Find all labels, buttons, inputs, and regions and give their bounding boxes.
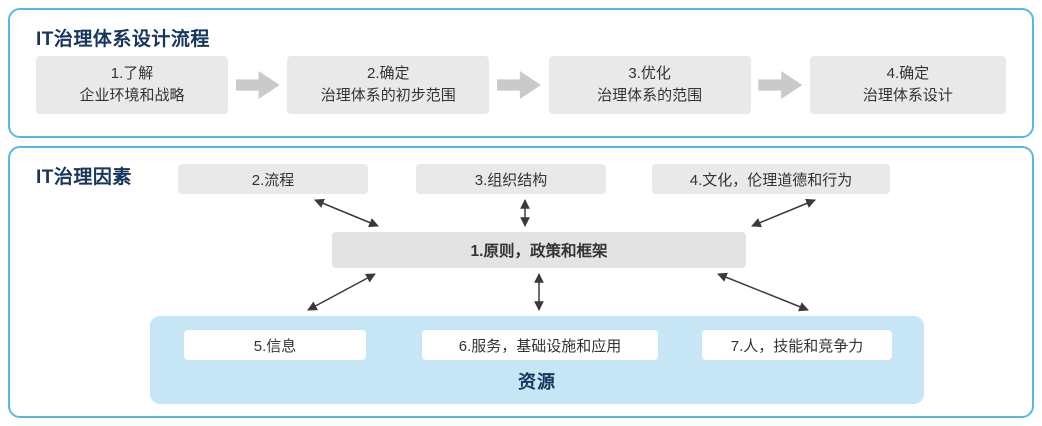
process-step-4-line2: 治理体系设计 xyxy=(862,87,953,104)
process-panel: IT治理体系设计流程 1.了解 企业环境和战略 2.确定 治理体系的初步范围 3… xyxy=(8,8,1034,138)
process-step-3-line2: 治理体系的范围 xyxy=(597,87,703,104)
factor-box-org-structure: 3.组织结构 xyxy=(416,164,606,194)
process-panel-title: IT治理体系设计流程 xyxy=(36,29,210,50)
factor-box-principles: 1.原则，政策和框架 xyxy=(332,232,746,268)
process-step-2: 2.确定 治理体系的初步范围 xyxy=(287,56,490,114)
process-step-1: 1.了解 企业环境和战略 xyxy=(36,56,228,114)
process-step-2-line1: 2.确定 xyxy=(367,64,410,82)
arrow-center-to-culture xyxy=(751,198,816,228)
process-step-3: 3.优化 治理体系的范围 xyxy=(548,56,751,114)
resources-container: 5.信息 6.服务，基础设施和应用 7.人，技能和竞争力 资源 xyxy=(150,316,924,404)
resource-box-information: 5.信息 xyxy=(184,330,366,360)
process-step-4: 4.确定 治理体系设计 xyxy=(809,56,1006,114)
right-arrow-icon xyxy=(235,71,280,99)
resources-label: 资源 xyxy=(518,372,556,392)
resource-box-services: 6.服务，基础设施和应用 xyxy=(422,330,658,360)
process-step-1-line1: 1.了解 xyxy=(110,64,154,82)
right-arrow-icon xyxy=(496,71,541,99)
process-step-1-line2: 企业环境和战略 xyxy=(79,87,185,104)
arrow-center-to-info xyxy=(307,273,376,311)
process-step-3-line1: 3.优化 xyxy=(628,64,671,82)
process-flow-row: 1.了解 企业环境和战略 2.确定 治理体系的初步范围 3.优化 治理体系的范围… xyxy=(36,56,1006,114)
factors-panel: IT治理因素 2.流程 3.组织结构 4.文化，伦理道德和行为 1.原则，政策和… xyxy=(8,146,1034,418)
process-step-4-line1: 4.确定 xyxy=(886,64,930,82)
process-step-2-line2: 治理体系的初步范围 xyxy=(320,87,456,104)
arrow-center-to-processes xyxy=(314,198,379,228)
factor-box-culture: 4.文化，伦理道德和行为 xyxy=(652,164,890,194)
right-arrow-icon xyxy=(758,71,803,99)
factor-box-processes: 2.流程 xyxy=(178,164,368,194)
factors-panel-title: IT治理因素 xyxy=(36,167,132,188)
arrow-center-to-people xyxy=(717,272,809,312)
resource-box-people: 7.人，技能和竞争力 xyxy=(702,330,892,360)
